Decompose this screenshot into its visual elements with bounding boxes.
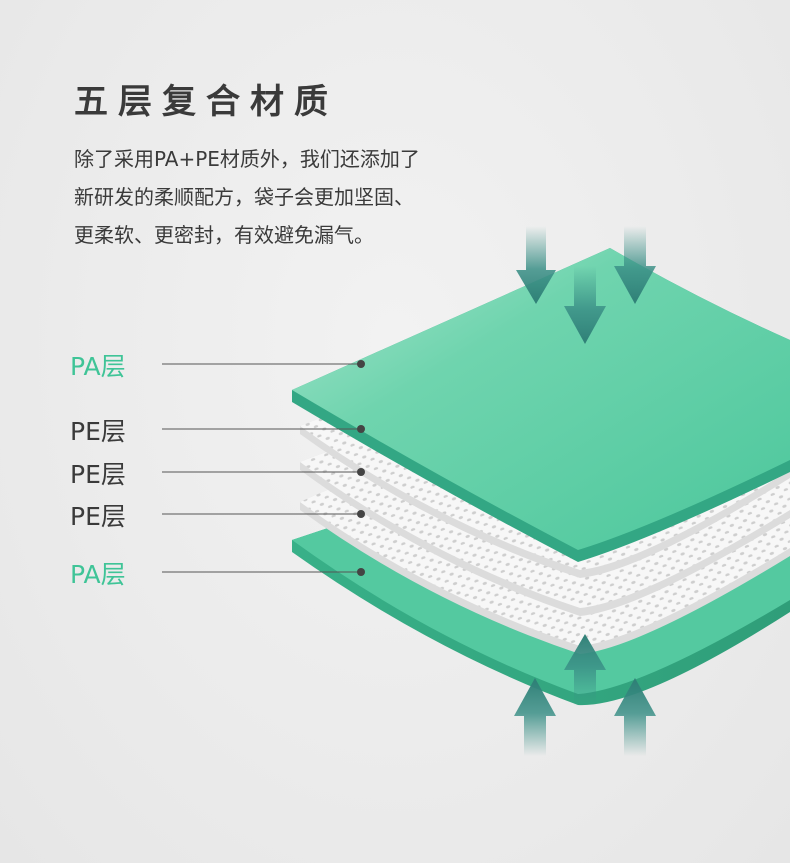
label-pe-layer-3: PE层 <box>70 502 126 531</box>
leader-lines <box>162 360 365 576</box>
label-pa-layer-top: PA层 <box>70 352 126 381</box>
up-arrow-icon <box>614 678 656 756</box>
description-line-1: 除了采用PA+PE材质外，我们还添加了 <box>74 147 420 171</box>
leader-dot <box>357 425 365 433</box>
down-arrow-icon <box>564 266 606 344</box>
label-pa-layer-bottom: PA层 <box>70 560 126 589</box>
leader-dot <box>357 568 365 576</box>
description-line-3: 更柔软、更密封，有效避免漏气。 <box>74 223 374 247</box>
up-arrows <box>514 634 656 756</box>
down-arrows <box>516 226 656 344</box>
up-arrow-icon <box>564 634 606 706</box>
description-line-2: 新研发的柔顺配方，袋子会更加坚固、 <box>74 185 414 209</box>
description: 除了采用PA+PE材质外，我们还添加了 新研发的柔顺配方，袋子会更加坚固、 更柔… <box>74 140 494 254</box>
leader-dot <box>357 360 365 368</box>
label-pe-layer-1: PE层 <box>70 417 126 446</box>
leader-dot <box>357 468 365 476</box>
up-arrow-icon <box>514 678 556 756</box>
down-arrow-icon <box>516 226 556 304</box>
pa-layer-top <box>292 248 790 562</box>
down-arrow-icon <box>614 226 656 304</box>
label-pe-layer-2: PE层 <box>70 460 126 489</box>
page-title: 五层复合材质 <box>74 82 338 122</box>
leader-dot <box>357 510 365 518</box>
